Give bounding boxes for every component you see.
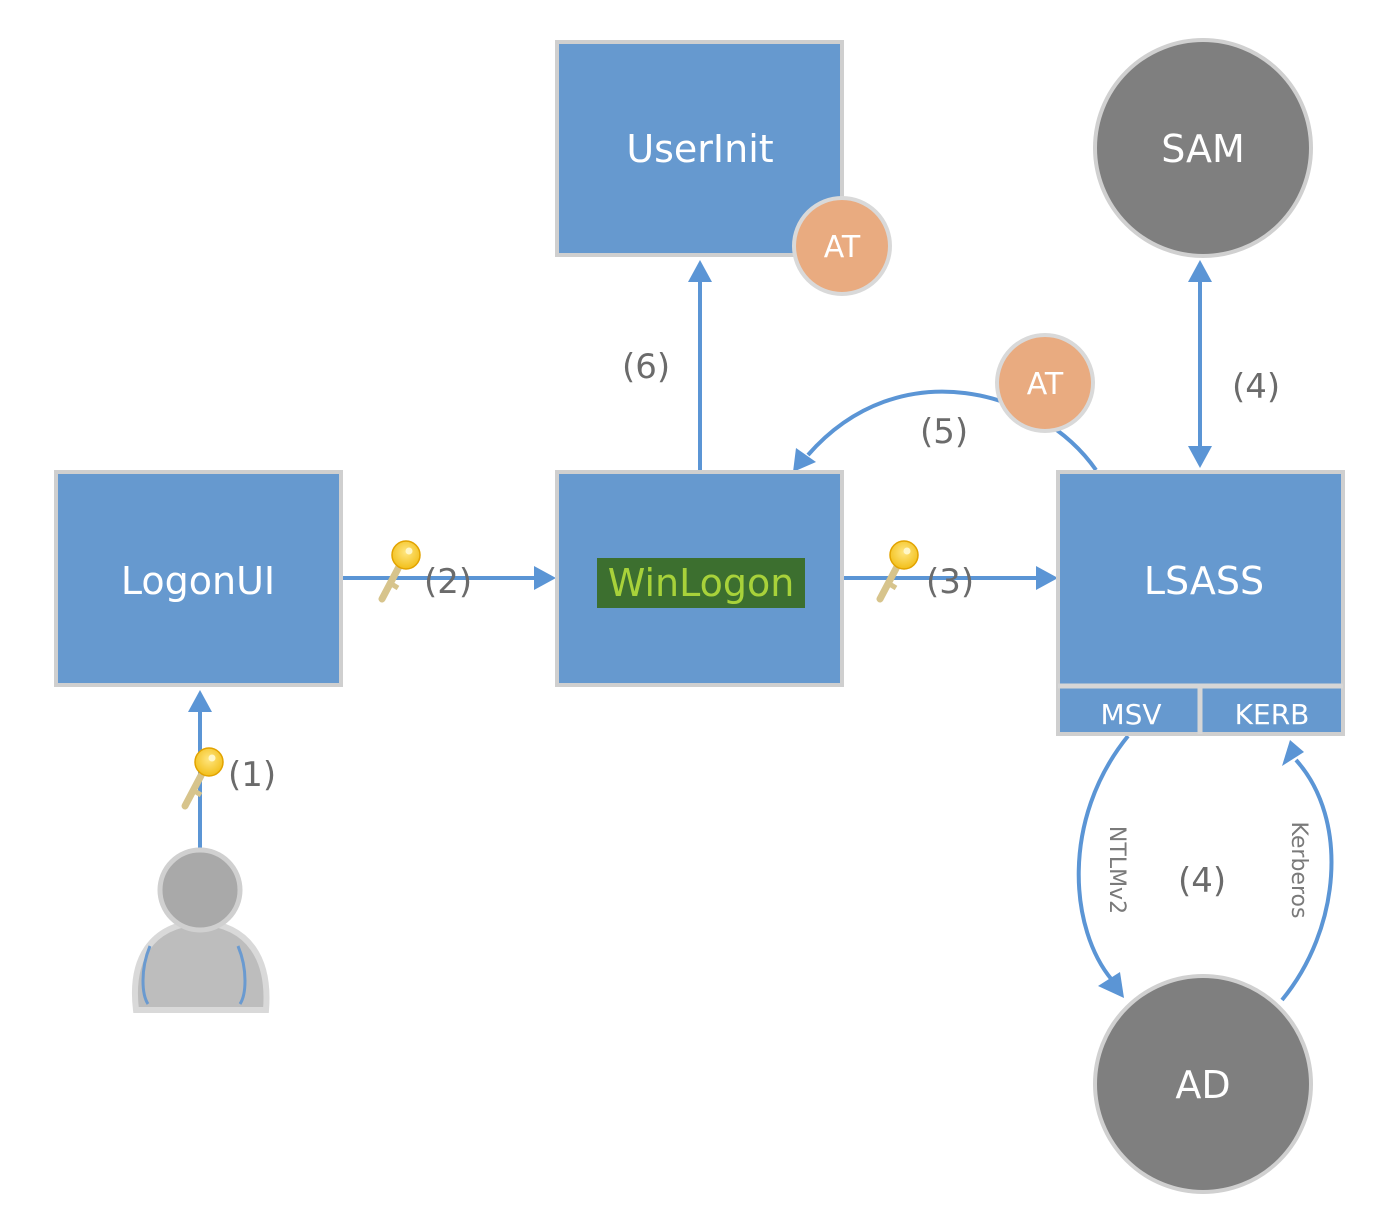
arrow-ad-to-kerb — [1280, 740, 1334, 1002]
arrow-winlogon-to-lsass — [842, 566, 1058, 590]
access-token-lsass: AT — [995, 333, 1095, 433]
step1-label: (1) — [228, 755, 276, 795]
step2-label: (2) — [424, 562, 472, 602]
sam-circle: SAM — [1093, 38, 1313, 258]
arrow-lsass-to-winlogon — [793, 389, 1098, 472]
msv-label: MSV — [1100, 698, 1161, 731]
logonui-label: LogonUI — [121, 559, 275, 603]
step5-label: (5) — [920, 412, 968, 452]
arrow-msv-to-ad — [1076, 734, 1130, 998]
lsass-box: LSASS MSV KERB — [1056, 470, 1345, 736]
winlogon-label: WinLogon — [608, 561, 795, 605]
step4-ad-label: (4) — [1178, 861, 1226, 901]
ad-circle: AD — [1093, 974, 1313, 1194]
kerberos-label: Kerberos — [1286, 822, 1311, 919]
at-userinit-label: AT — [824, 230, 861, 265]
ad-label: AD — [1175, 1063, 1230, 1107]
access-token-userinit: AT — [792, 196, 892, 296]
step3-label: (3) — [926, 562, 974, 602]
sam-label: SAM — [1161, 127, 1245, 171]
key-icon — [382, 541, 420, 599]
lsass-label: LSASS — [1144, 559, 1264, 603]
winlogon-box: WinLogon — [555, 470, 844, 687]
kerb-label: KERB — [1235, 698, 1310, 731]
at-lsass-label: AT — [1027, 367, 1064, 402]
arrow-lsass-sam — [1188, 260, 1212, 468]
step4-sam-label: (4) — [1232, 367, 1280, 407]
user-icon — [132, 847, 270, 1013]
step6-label: (6) — [622, 347, 670, 387]
ntlmv2-label: NTLMv2 — [1104, 826, 1129, 914]
userinit-box: UserInit — [555, 40, 844, 257]
userinit-label: UserInit — [626, 127, 773, 171]
arrow-winlogon-to-userinit — [688, 260, 712, 472]
logonui-box: LogonUI — [54, 470, 343, 687]
winlogon-highlight — [597, 558, 805, 608]
key-icon — [880, 541, 918, 599]
key-icon — [185, 748, 223, 806]
arrow-logonui-to-winlogon — [342, 566, 556, 590]
